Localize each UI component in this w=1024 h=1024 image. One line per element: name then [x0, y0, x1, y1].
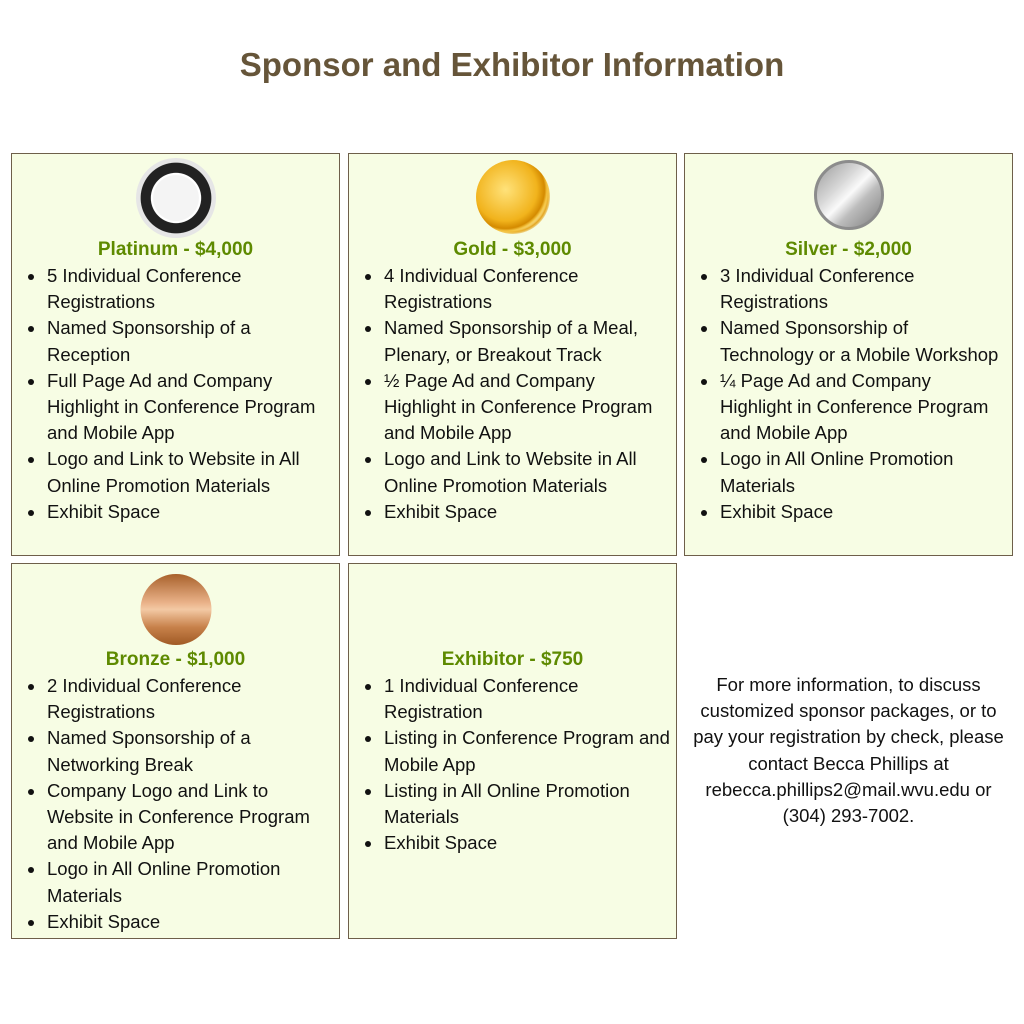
page-title: Sponsor and Exhibitor Information: [239, 46, 785, 83]
list-item: Company Logo and Link to Website in Conf…: [46, 778, 333, 857]
tier-heading: Platinum - $4,000: [97, 239, 254, 260]
platinum-medal-icon: [135, 158, 216, 238]
benefits-list: 1 Individual Conference Registration Lis…: [349, 673, 676, 856]
list-item: Listing in Conference Program and Mobile…: [383, 725, 670, 777]
tier-heading: Silver - $2,000: [785, 239, 912, 260]
bronze-card: Bronze - $1,000 2 Individual Conference …: [11, 563, 340, 939]
tier-heading: Gold - $3,000: [453, 239, 572, 260]
contact-info: For more information, to discuss customi…: [693, 674, 1004, 827]
bronze-medal-icon: [140, 574, 211, 645]
list-item: Exhibit Space: [383, 830, 670, 856]
list-item: 1 Individual Conference Registration: [383, 673, 670, 725]
list-item: ¼ Page Ad and Company Highlight in Confe…: [719, 368, 1006, 447]
list-item: 2 Individual Conference Registrations: [46, 673, 333, 725]
list-item: Logo and Link to Website in All Online P…: [46, 446, 333, 498]
gold-medal-icon: [475, 160, 550, 234]
list-item: Named Sponsorship of a Networking Break: [46, 725, 333, 777]
gold-card: Gold - $3,000 4 Individual Conference Re…: [348, 153, 677, 556]
list-item: Logo in All Online Promotion Materials: [46, 856, 333, 908]
list-item: Listing in All Online Promotion Material…: [383, 778, 670, 830]
list-item: Named Sponsorship of Technology or a Mob…: [719, 315, 1006, 367]
tier-heading: Exhibitor - $750: [441, 649, 584, 670]
list-item: 3 Individual Conference Registrations: [719, 263, 1006, 315]
benefits-list: 5 Individual Conference Registrations Na…: [12, 263, 339, 525]
list-item: Logo and Link to Website in All Online P…: [383, 446, 670, 498]
list-item: Exhibit Space: [719, 499, 1006, 525]
silver-medal-icon: [813, 160, 884, 230]
exhibitor-card: Exhibitor - $750 1 Individual Conference…: [348, 563, 677, 939]
list-item: 5 Individual Conference Registrations: [46, 263, 333, 315]
list-item: 4 Individual Conference Registrations: [383, 263, 670, 315]
benefits-list: 2 Individual Conference Registrations Na…: [12, 673, 339, 935]
list-item: Exhibit Space: [46, 909, 333, 935]
platinum-card: Platinum - $4,000 5 Individual Conferenc…: [11, 153, 340, 556]
benefits-list: 3 Individual Conference Registrations Na…: [685, 263, 1012, 525]
tier-heading: Bronze - $1,000: [105, 649, 246, 670]
list-item: Logo in All Online Promotion Materials: [719, 446, 1006, 498]
list-item: ½ Page Ad and Company Highlight in Confe…: [383, 368, 670, 447]
benefits-list: 4 Individual Conference Registrations Na…: [349, 263, 676, 525]
list-item: Named Sponsorship of a Meal, Plenary, or…: [383, 315, 670, 367]
list-item: Named Sponsorship of a Reception: [46, 315, 333, 367]
silver-card: Silver - $2,000 3 Individual Conference …: [684, 153, 1013, 556]
list-item: Exhibit Space: [383, 499, 670, 525]
list-item: Full Page Ad and Company Highlight in Co…: [46, 368, 333, 447]
list-item: Exhibit Space: [46, 499, 333, 525]
